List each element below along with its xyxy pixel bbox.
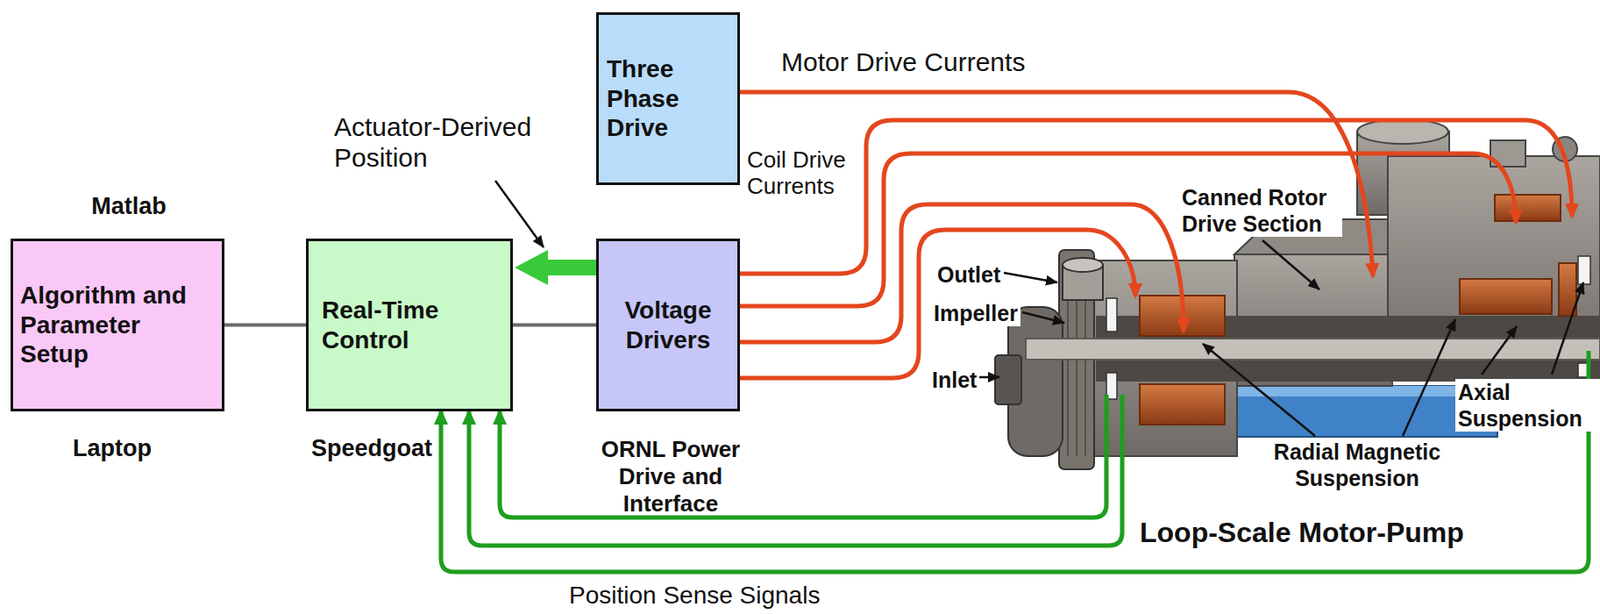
signal-label: Motor Drive Currents [778, 47, 1028, 79]
leader-line [1551, 282, 1584, 375]
box-text: Real-Time Control [321, 295, 498, 355]
current-line [739, 229, 1136, 378]
leader-line [979, 376, 1000, 379]
leader-line [1202, 343, 1316, 436]
signal-label: Position Sense Signals [566, 581, 823, 610]
position-sensor [1578, 256, 1591, 285]
part-callout: Axial Suspension [1455, 378, 1600, 432]
leader-line [1003, 272, 1058, 283]
part-callout: Radial Magnetic Suspension [1262, 438, 1452, 491]
box-text: Voltage Drivers [606, 295, 730, 355]
sense-line [499, 394, 1107, 518]
sense-line [469, 394, 1123, 546]
node-caption: ORNL Power Drive and Interface [593, 435, 748, 519]
signal-label: Coil Drive Currents [744, 147, 860, 200]
bus-line [512, 323, 597, 328]
box-text: Three Phase Drive [606, 54, 730, 143]
driver-box: Voltage DriversORNL Power Drive and Inte… [596, 238, 740, 412]
box-text: Algorithm and Parameter Setup [20, 280, 215, 370]
node-heading: Matlab [23, 192, 235, 221]
leader-line [1402, 319, 1456, 436]
current-line [739, 120, 1572, 274]
leader-line [1022, 312, 1065, 323]
node-caption: Laptop [7, 433, 218, 463]
radial-coil [1139, 384, 1225, 425]
figure-title: Loop-Scale Motor-Pump [1139, 515, 1579, 549]
controller-box: Real-Time ControlSpeedgoat [305, 238, 513, 412]
leader-line [1262, 240, 1320, 290]
radial-coil [1459, 278, 1552, 314]
leader-line [495, 180, 544, 248]
signal-label: Actuator-Derived Position [331, 112, 565, 173]
current-line [739, 204, 1184, 342]
motor-coil [1494, 194, 1561, 221]
leader-line [1481, 326, 1517, 375]
software-box: MatlabAlgorithm and Parameter SetupLapto… [10, 238, 225, 412]
motor-pump: Loop-Scale Motor-Pump [990, 105, 1600, 562]
part-callout: Outlet [934, 261, 1003, 288]
outlet-rim [1062, 257, 1103, 272]
part-callout: Canned Rotor Drive Section [1179, 184, 1343, 237]
position-sensor [1106, 298, 1117, 332]
top-nozzle-rim [1357, 119, 1449, 144]
shaft [1025, 338, 1600, 360]
drive-box: Three Phase Drive [596, 12, 740, 185]
part-callout: Impeller [931, 299, 1021, 327]
part-callout: Inlet [929, 366, 980, 393]
position-arrow [514, 249, 597, 285]
inlet-nozzle [995, 355, 1022, 405]
node-caption: Speedgoat [230, 433, 433, 463]
bus-line [224, 323, 306, 328]
